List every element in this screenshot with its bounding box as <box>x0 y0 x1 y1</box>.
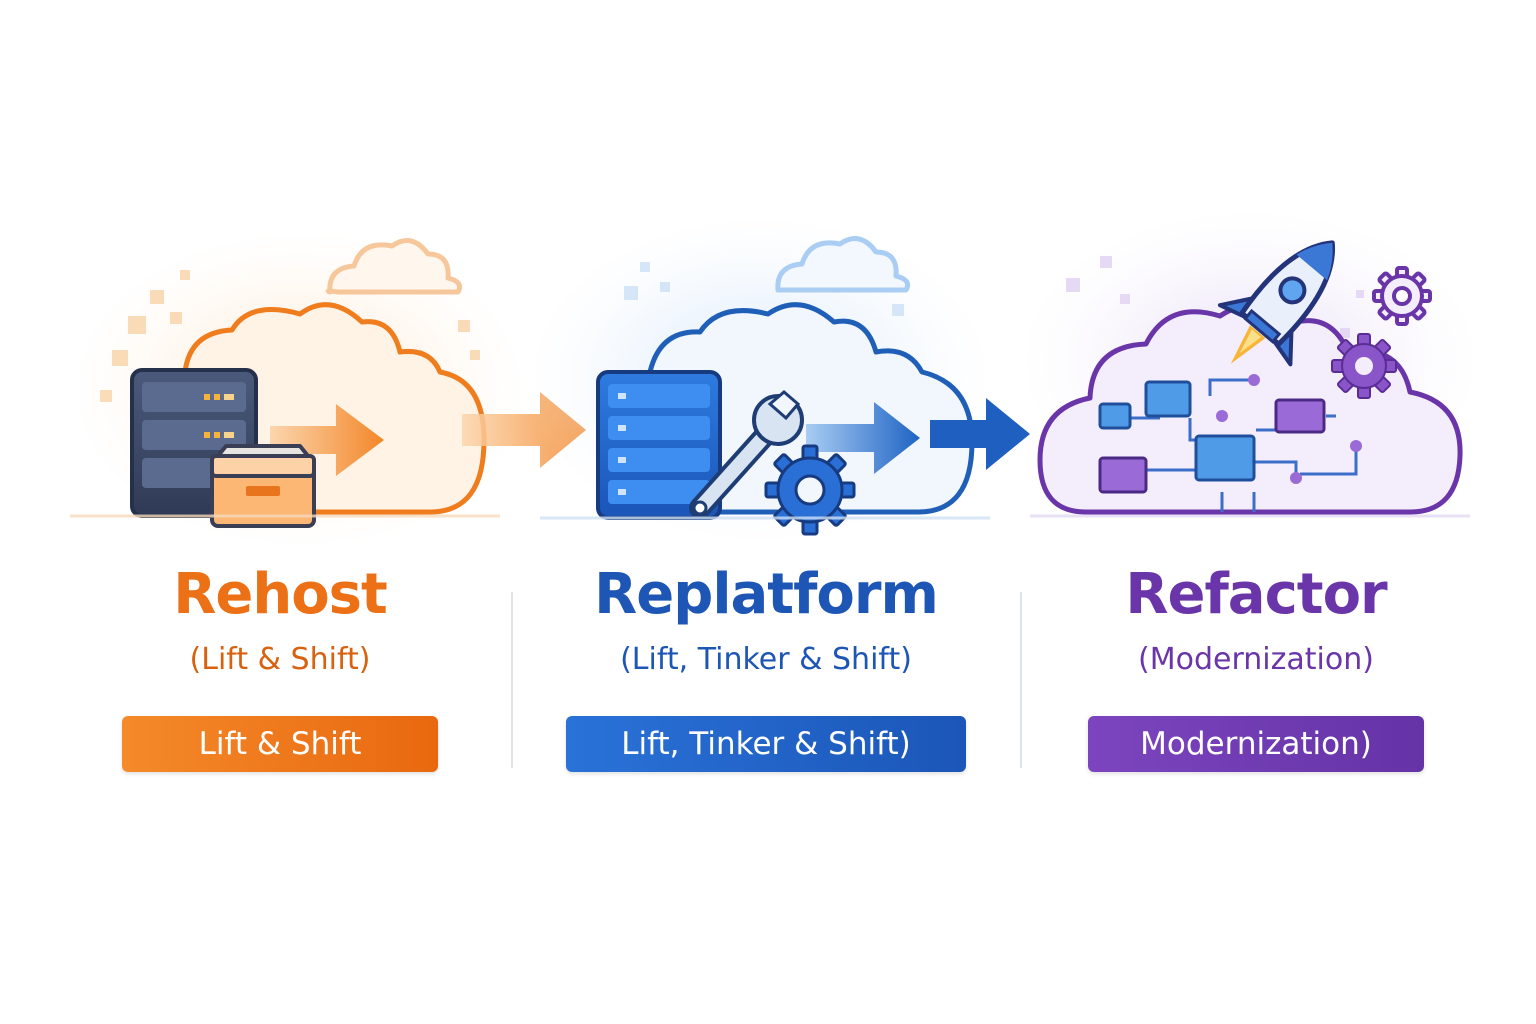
rehost-subtitle: (Lift & Shift) <box>189 642 371 677</box>
refactor-illustration <box>1020 210 1480 518</box>
wrench-icon <box>689 390 804 519</box>
refactor-subtitle: (Modernization) <box>1138 642 1374 677</box>
arrow-right-icon <box>930 398 1030 470</box>
refactor-title: Refactor <box>1125 562 1387 627</box>
replatform-pill: Lift, Tinker & Shift) <box>566 716 966 772</box>
strategy-refactor: Refactor (Modernization) Modernization) <box>1006 560 1506 772</box>
archive-box-icon <box>210 444 316 528</box>
gear-icon <box>1372 266 1432 326</box>
cloud-icon <box>775 236 911 293</box>
column-divider <box>1020 592 1022 768</box>
replatform-illustration <box>525 215 995 545</box>
replatform-title: Replatform <box>594 562 939 627</box>
arrow-right-icon <box>806 402 920 474</box>
replatform-subtitle: (Lift, Tinker & Shift) <box>620 642 912 677</box>
arrow-right-icon <box>270 404 384 476</box>
column-divider <box>511 592 513 768</box>
refactor-pill: Modernization) <box>1088 716 1424 772</box>
rehost-title: Rehost <box>173 562 388 627</box>
rehost-illustration <box>70 230 530 550</box>
cloud-icon <box>325 238 463 295</box>
gear-icon <box>1331 333 1397 399</box>
strategy-replatform: Replatform (Lift, Tinker & Shift) Lift, … <box>516 560 1016 772</box>
gear-icon <box>764 444 856 536</box>
microservice-network-icon <box>1098 374 1362 512</box>
rocket-icon <box>1217 240 1336 367</box>
server-rack-icon <box>130 368 258 518</box>
server-rack-icon <box>596 370 722 520</box>
rehost-pill: Lift & Shift <box>122 716 438 772</box>
strategy-rehost: Rehost (Lift & Shift) Lift & Shift <box>30 560 530 772</box>
